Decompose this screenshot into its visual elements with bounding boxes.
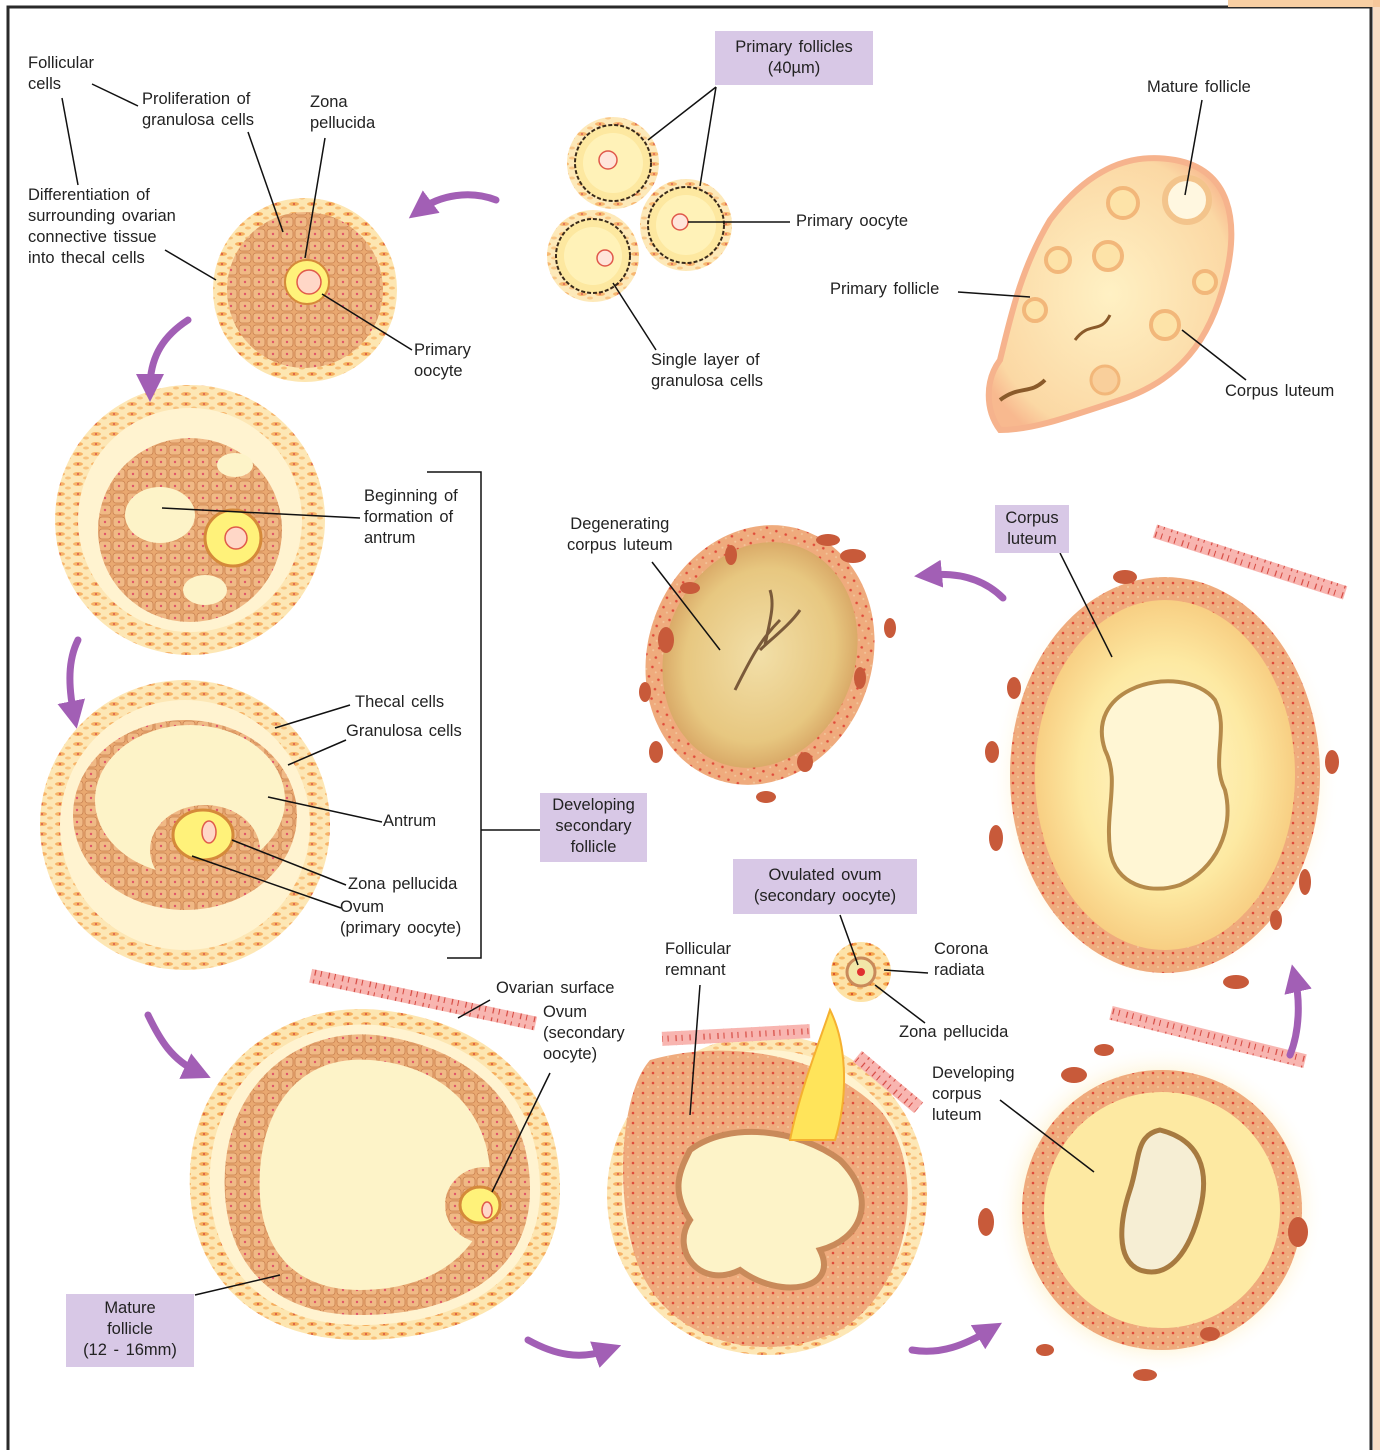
label-zona-pellucida-2: Zona pellucida [348,874,457,895]
side-strip [1373,0,1380,1450]
mature-follicle [190,969,560,1340]
ovary [989,158,1232,430]
corpus-luteum [985,524,1347,990]
developing-corpus-luteum [978,1006,1325,1381]
label-primary-follicle: Primary follicle [830,279,939,300]
arrow-1 [420,195,496,210]
label-antrum: Antrum [383,811,436,832]
primary-follicles-group [547,117,732,302]
arrow-4 [148,1015,198,1072]
label-ovarian-surface: Ovarian surface [496,978,614,999]
label-primary-oocyte-2: Primary oocyte [796,211,908,232]
arrow-5 [528,1340,608,1355]
arrow-7 [1290,978,1298,1055]
arrow-6 [912,1330,990,1351]
label-zona-pellucida-3: Zona pellucida [899,1022,1008,1043]
box-ovulated-ovum: Ovulated ovum(secondary oocyte) [733,859,917,914]
arrow-8 [928,574,1003,598]
box-primary-follicles: Primary follicles(40µm) [715,31,873,85]
ovulating-follicle [607,942,927,1355]
label-granulosa-cells: Granulosa cells [346,721,462,742]
corner-tab [1228,0,1380,7]
label-ovum-primary-oocyte: Ovum(primary oocyte) [340,897,461,939]
arrow-3 [70,640,78,715]
antral-follicle [40,680,330,970]
label-mature-follicle-ovary: Mature follicle [1147,77,1251,98]
early-antral-follicle [55,385,325,655]
arrow-2 [150,320,188,388]
label-thecal-cells: Thecal cells [355,692,444,713]
label-corpus-luteum-ovary: Corpus luteum [1225,381,1334,402]
proliferating-follicle [213,198,397,382]
